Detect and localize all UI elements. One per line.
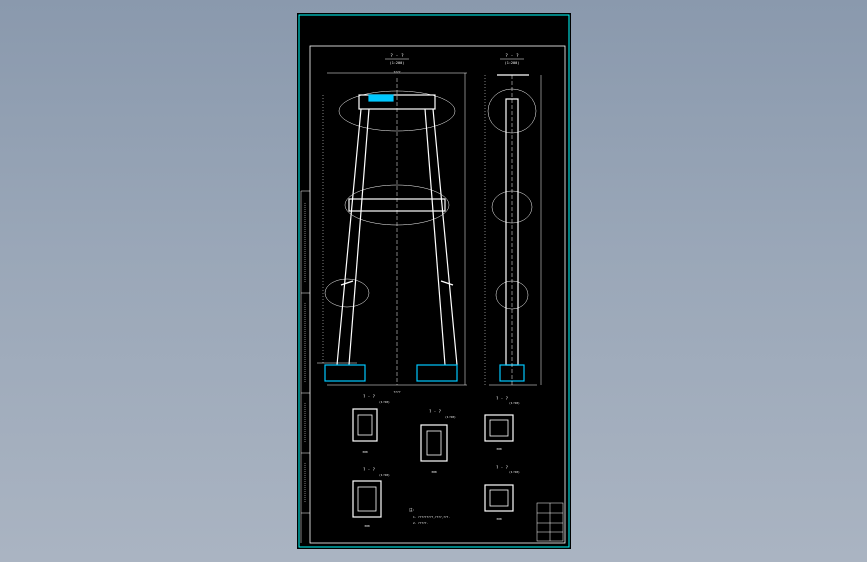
notes-title: 注： [409,507,416,512]
side-view-title: ? - ? [505,53,519,59]
svg-text:300: 300 [496,447,502,451]
front-view-title: ? - ? [390,53,404,59]
left-title-strip [300,190,310,543]
side-view-details [484,75,542,386]
svg-text:? - ?: ? - ? [363,394,376,399]
dim-top-label: ???? [393,70,400,74]
svg-text:300: 300 [496,517,502,521]
inner-frame [309,45,566,544]
side-view-column [497,74,529,382]
section-4: ? - ? (1:50) 300 [352,467,390,528]
drawing-sheet: ? - ? (1:200) ???? [297,13,571,549]
svg-text:? - ?: ? - ? [496,396,509,401]
section-3: ? - ? (1:50) 300 [484,396,520,451]
svg-text:? - ?: ? - ? [496,465,509,470]
svg-text:? - ?: ? - ? [363,467,376,472]
dim-bottom-label: ???? [393,390,400,394]
side-view-scale: (1:200) [505,61,520,65]
svg-text:(1:50): (1:50) [509,470,520,474]
svg-text:(1:50): (1:50) [379,400,390,404]
svg-text:(1:50): (1:50) [509,401,520,405]
svg-text:? - ?: ? - ? [429,409,442,414]
front-view-scale: (1:200) [390,61,405,65]
section-5: ? - ? (1:50) 300 [484,465,520,521]
svg-text:(1:50): (1:50) [379,473,390,477]
notes-line-2: 2. ?????. [413,521,428,525]
section-2: ? - ? (1:50) 300 [420,409,456,474]
top-beam-highlight [368,94,394,102]
outer-frame [298,14,570,548]
svg-text:(1:50): (1:50) [445,415,456,419]
section-1: ? - ? (1:50) 300 [352,394,390,454]
notes-line-1: 1. ?????????,????,???. [413,515,450,519]
svg-text:300: 300 [431,470,437,474]
drawing-canvas: ? - ? (1:200) ???? [298,14,570,548]
front-view-frame [324,94,458,382]
front-view-details [317,72,467,386]
svg-text:300: 300 [364,524,370,528]
svg-text:300: 300 [362,450,368,454]
title-block [536,502,564,542]
